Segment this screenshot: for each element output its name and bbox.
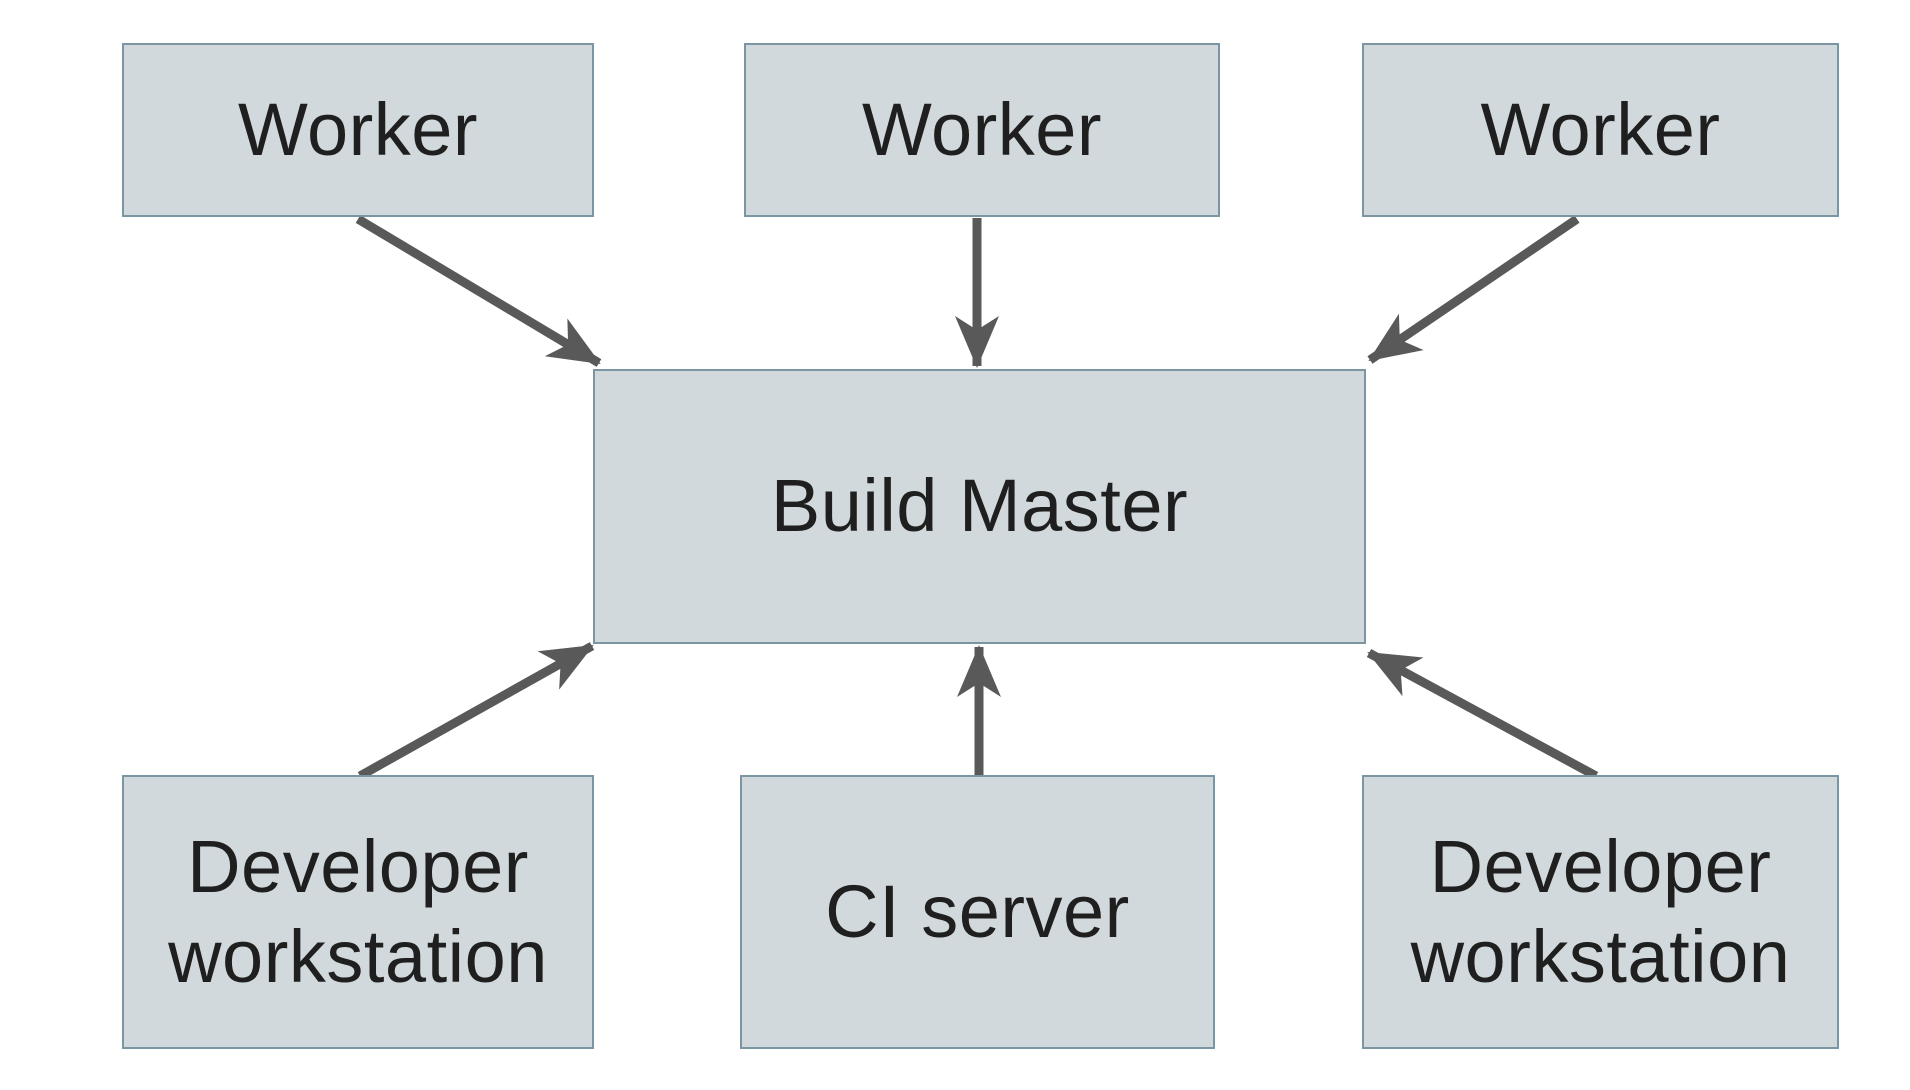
node-worker-2: Worker xyxy=(744,43,1220,217)
node-build-master: Build Master xyxy=(593,369,1366,644)
node-ci-server: CI server xyxy=(740,775,1215,1049)
arrow-worker-1-to-build-master-icon xyxy=(355,215,602,367)
node-worker-1: Worker xyxy=(122,43,594,217)
node-build-master-label: Build Master xyxy=(770,464,1189,548)
node-worker-3: Worker xyxy=(1362,43,1839,217)
node-worker-1-label: Worker xyxy=(237,87,479,171)
node-worker-2-label: Worker xyxy=(861,87,1103,171)
arrow-worker-3-to-build-master-icon xyxy=(1367,215,1580,364)
node-developer-workstation-2: Developer workstation xyxy=(1362,775,1839,1049)
node-developer-workstation-1: Developer workstation xyxy=(122,775,594,1049)
arrow-developer-workstation-2-to-build-master-icon xyxy=(1366,649,1599,780)
arrow-developer-workstation-1-to-build-master-icon xyxy=(357,642,595,780)
node-worker-3-label: Worker xyxy=(1480,87,1721,171)
node-developer-workstation-1-label: Developer workstation xyxy=(168,824,548,998)
node-developer-workstation-2-label: Developer workstation xyxy=(1410,824,1791,998)
node-ci-server-label: CI server xyxy=(825,869,1130,953)
